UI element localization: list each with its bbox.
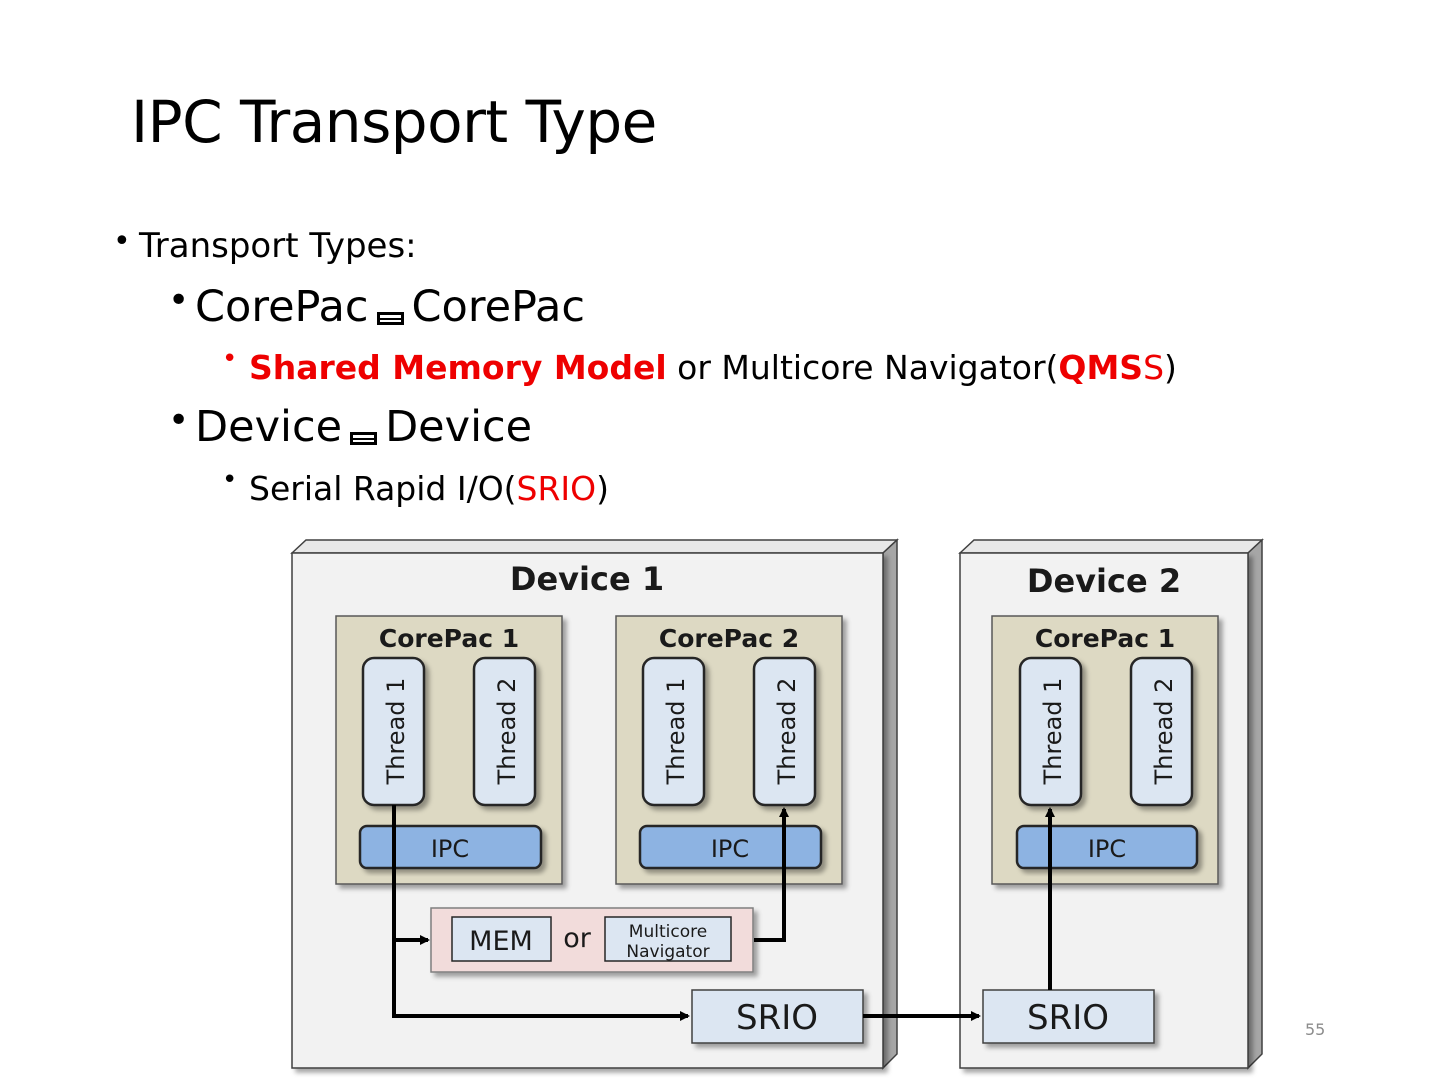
device-1-title: Device 1	[510, 560, 664, 598]
thread-label: Thread 1	[382, 678, 410, 786]
ipc-box	[358, 824, 543, 870]
thread-box	[752, 656, 817, 807]
srio-label: SRIO	[1027, 998, 1109, 1038]
thread-box	[472, 656, 537, 807]
navigator-box	[604, 916, 732, 962]
arrows	[392, 805, 1055, 1021]
shared-memory-model-text: Shared Memory Model	[249, 348, 667, 387]
navigator-label-line1: Multicore	[629, 922, 707, 942]
bullet-dot-icon: •	[222, 465, 238, 495]
corepac-title: CorePac 1	[379, 624, 519, 653]
or-label: or	[563, 923, 592, 954]
bullet-text: Transport Types:	[139, 226, 417, 266]
bullet-shared-memory: • Shared Memory Model or Multicore Navig…	[222, 344, 1177, 388]
corepac-right-text: CorePac	[411, 282, 586, 332]
bullet-transport-types: • Transport Types:	[113, 224, 417, 267]
mem-label: MEM	[469, 926, 533, 957]
device-right-text: Device	[385, 402, 533, 452]
ipc-box	[1015, 824, 1199, 870]
bullet-dot-icon: •	[113, 224, 131, 259]
thread-label: Thread 2	[773, 678, 801, 786]
arrow-memory-to-thread	[754, 807, 789, 942]
mem-box	[451, 916, 552, 962]
device2-corepac-1: CorePac 1 Thread 1 Thread 2 IPC	[991, 615, 1219, 885]
bullet-device-to-device: • Device Device	[168, 400, 533, 454]
thread-box	[641, 656, 706, 807]
slide-title: IPC Transport Type	[131, 88, 657, 156]
page-number: 55	[1305, 1020, 1326, 1039]
bullet-dot-icon: •	[168, 280, 190, 321]
thread-label: Thread 1	[1039, 678, 1067, 786]
srio-label: SRIO	[736, 998, 818, 1038]
ipc-label: IPC	[711, 835, 749, 863]
corepac-left-text: CorePac	[195, 282, 369, 332]
device1-srio: SRIO	[691, 989, 864, 1044]
qmss-text: QMS	[1058, 348, 1144, 387]
missing-glyph-icon	[350, 432, 378, 445]
device1-corepac-1: CorePac 1 Thread 1 Thread 2 IPC	[335, 615, 563, 885]
ipc-box	[638, 824, 823, 870]
device2-srio: SRIO	[982, 989, 1155, 1044]
corepac-title: CorePac 1	[1035, 624, 1175, 653]
corepac-title: CorePac 2	[659, 624, 799, 653]
qmss-tail-text: S	[1143, 348, 1165, 387]
close-paren-text: )	[1164, 348, 1177, 387]
ipc-label: IPC	[1088, 835, 1126, 863]
missing-glyph-icon	[376, 312, 404, 325]
bullet-dot-icon: •	[222, 344, 238, 374]
thread-label: Thread 1	[662, 678, 690, 786]
thread-label: Thread 2	[493, 678, 521, 786]
arrow-thread-to-srio	[392, 805, 690, 1021]
memory-navigator-panel: MEM or Multicore Navigator	[430, 907, 754, 973]
srio-close-text: )	[596, 469, 610, 508]
thread-box	[1129, 656, 1194, 807]
device-left-text: Device	[195, 402, 343, 452]
bullet-dot-icon: •	[168, 400, 190, 441]
srio-prefix-text: Serial Rapid I/O(	[249, 469, 517, 508]
ipc-label: IPC	[431, 835, 469, 863]
thread-label: Thread 2	[1150, 678, 1178, 786]
bullet-corepac-to-corepac: • CorePac CorePac	[168, 280, 586, 334]
device1-corepac-2: CorePac 2 Thread 1 Thread 2 IPC	[615, 615, 843, 885]
navigator-label-line2: Navigator	[626, 942, 709, 962]
device-2-title: Device 2	[1027, 562, 1181, 600]
or-multicore-text: or Multicore Navigator(	[666, 348, 1059, 387]
thread-box	[1018, 656, 1083, 807]
srio-red-text: SRIO	[516, 469, 597, 508]
bullet-srio: • Serial Rapid I/O(SRIO)	[222, 465, 610, 509]
